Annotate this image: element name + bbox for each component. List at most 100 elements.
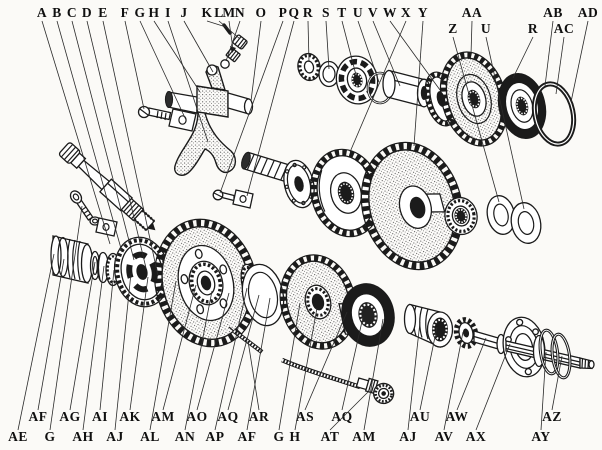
leader-line-m [228,20,234,50]
input-ball-bearing [497,73,547,139]
leader-line-au [419,326,438,411]
callout-ax: AX [466,429,487,444]
leader-line-f [124,20,145,110]
splined-coupling [403,303,454,349]
callout-t: T [337,5,347,20]
callout-ap: AP [206,429,225,444]
leader-line-d [86,20,147,269]
leader-line-aj [114,272,132,431]
leader-line-v [372,20,401,87]
leader-line-ap [214,287,248,431]
leader-line-al [149,280,177,431]
spacer-sleeve [382,69,432,108]
callout-u: U [353,5,363,20]
callout-af: AF [29,409,48,424]
leader-line-h [153,20,201,93]
leader-line-ah [82,265,105,431]
leader-line-aq2 [341,316,364,411]
callout-v: V [368,5,378,20]
callout-s: S [322,5,330,20]
leader-line-ao [196,292,230,411]
callout-aj: AJ [106,429,124,444]
leader-line-aw [456,337,487,411]
callout-f: F [121,5,130,20]
fork-bolt-and-lockplate [137,105,197,132]
leader-line-ar [247,340,260,411]
countershaft-gear-medium [310,148,382,238]
leader-line-aa [470,20,473,56]
leader-line-g2 [49,205,83,431]
leader-line-az [551,355,563,411]
detent-ball-spring-plug [220,23,248,69]
detent-bolt-and-lockplate [69,190,118,237]
callout-ar: AR [249,409,270,424]
callout-o: O [255,5,266,20]
output-shaft-end [505,334,595,370]
callout-d: D [82,5,92,20]
mainshaft-gear-large [153,218,259,348]
detent-ball [220,59,230,69]
leader-line-t [341,20,357,76]
cable-connector [355,377,395,405]
callout-u2: U [481,21,491,36]
callout-aq: AQ [217,409,238,424]
leader-line-x [349,20,407,153]
leader-line-ax [475,343,511,431]
callout-q: Q [288,5,299,20]
leader-line-aq [227,294,260,411]
callout-l: L [214,5,224,20]
callout-p: P [279,5,288,20]
callout-i: I [165,5,171,20]
leader-line-c [71,20,135,261]
leader-line-e [102,20,159,277]
callout-al: AL [140,429,160,444]
m-arrow [230,46,236,53]
callout-ag: AG [59,409,80,424]
needle-roller-sleeve [444,196,478,236]
ball-bearing-small [335,55,379,105]
callout-aa: AA [462,5,483,20]
mainshaft-cluster [50,218,595,380]
callout-ay: AY [531,429,550,444]
splined-lock-washer [297,52,321,82]
callout-n: N [235,5,245,20]
leader-line-af2 [246,297,271,431]
shift-fork-blade [174,111,237,176]
leader-line-ak [129,276,149,411]
callout-j: J [180,5,187,20]
leader-line-w [389,20,441,91]
callout-ao: AO [186,409,207,424]
countershaft-cluster [241,141,478,271]
callout-m: M [222,5,235,20]
gear-bolt-and-lockplate [212,189,254,209]
callout-am2: AM [352,429,376,444]
callout-at: AT [321,429,340,444]
leader-line-b [56,20,123,253]
circlip-rings [538,328,572,380]
callout-k: K [201,5,212,20]
thrust-washer-2 [510,202,542,244]
snap-ring-large [531,81,577,147]
callout-an: AN [175,429,196,444]
callout-au: AU [410,409,431,424]
callout-h2: H [289,429,300,444]
callout-af2: AF [238,429,257,444]
callout-a: A [37,5,47,20]
leader-line-am2 [363,318,384,431]
callout-ab: AB [543,5,563,20]
countershaft-gear-large [360,141,464,271]
leader-line-af [37,258,65,411]
leader-line-av [443,331,464,431]
callout-c: C [67,5,77,20]
callout-az: AZ [542,409,562,424]
leader-line-r [307,20,310,63]
callout-y: Y [418,5,428,20]
clutch-end-drum [50,235,94,284]
leader-line-l [218,20,241,40]
callout-g3: G [273,429,284,444]
leader-line-g3 [278,302,301,431]
leader-line-z [452,36,500,203]
leader-line-g [139,20,187,121]
